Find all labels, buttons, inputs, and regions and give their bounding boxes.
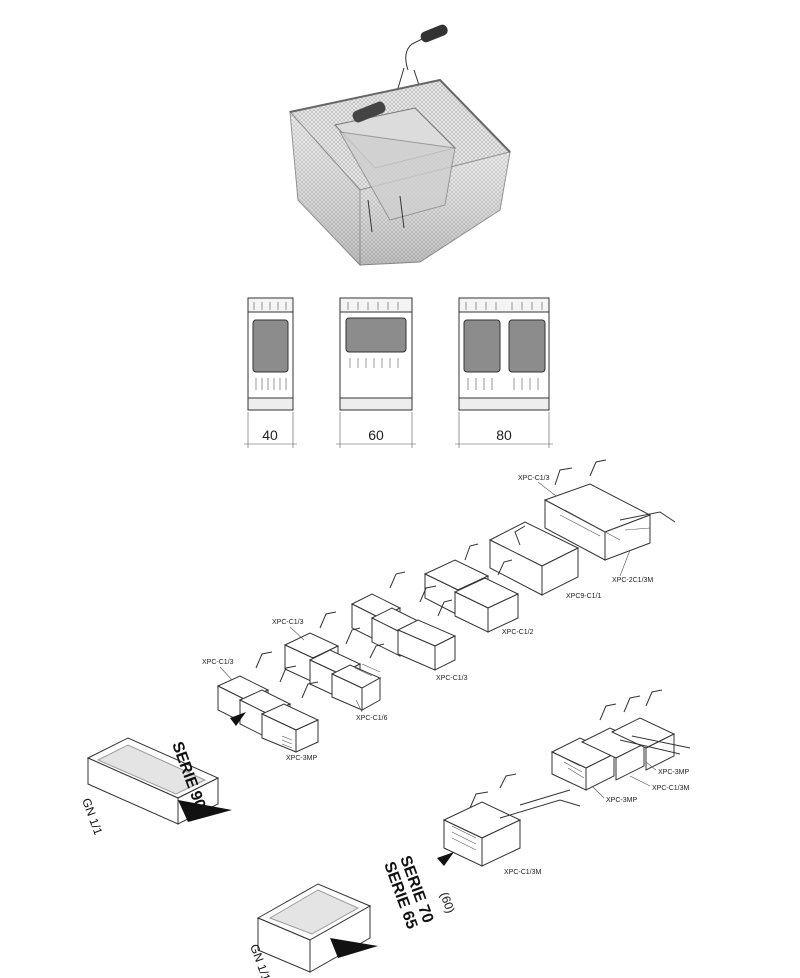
serie70-baskets: [256, 689, 691, 973]
label-c12: XPC-C1/2: [502, 629, 534, 636]
basket-3mp: [216, 651, 320, 753]
handle-grip-icon: [420, 24, 448, 43]
basket-c13-trio: [350, 571, 457, 671]
serie90-gn-label: GN 1/1: [79, 796, 105, 837]
fryer-basket-photo: [289, 24, 511, 267]
serie90-arrow-icon: [230, 712, 246, 726]
label-c13-mid: XPC-C1/3: [436, 675, 468, 682]
basket-group-2c13m: [543, 459, 676, 561]
label-c16: XPC-C1/6: [356, 715, 388, 722]
basket-c11: [488, 521, 580, 596]
arrow-pointer-icon: [178, 800, 232, 822]
label-3mp: XPC-3MP: [286, 755, 317, 762]
basket-group-3mp-c13m-upper: [550, 689, 691, 791]
label-c13-upper: XPC-C1/3: [272, 619, 304, 626]
label-c13m-b: XPC-C1/3M: [504, 869, 542, 876]
label-3mp-b: XPC-3MP: [606, 797, 637, 804]
basket-group-c13m-lower: [442, 773, 581, 867]
label-2c13m: XPC-2C1/3M: [612, 577, 653, 584]
front-view-80: [458, 297, 550, 411]
width-label-40: 40: [262, 427, 278, 443]
label-c13-top: XPC-C1/3: [518, 475, 550, 482]
label-c11: XPC9-C1/1: [566, 593, 602, 600]
label-3mp-a: XPC-3MP: [658, 769, 689, 776]
front-view-40: [247, 297, 294, 411]
arrow-pointer-icon-2: [330, 938, 378, 958]
serie90-baskets: [86, 459, 676, 825]
serie70-arrow-icon: [437, 852, 454, 866]
gn11-container-serie90: [86, 737, 232, 825]
label-c13m-a: XPC-C1/3M: [652, 785, 690, 792]
inner-handle-grip-icon: [352, 101, 386, 123]
label-c13-left: XPC-C1/3: [202, 659, 234, 666]
width-label-80: 80: [496, 427, 512, 443]
front-view-60: [339, 297, 413, 411]
width-label-60: 60: [368, 427, 384, 443]
gn11-container-serie70: [256, 883, 378, 973]
serie70-note: (60): [437, 890, 457, 915]
dimension-lines: [244, 412, 553, 448]
basket-c13-c16: [283, 611, 385, 711]
basket-c12-pair: [423, 543, 520, 633]
